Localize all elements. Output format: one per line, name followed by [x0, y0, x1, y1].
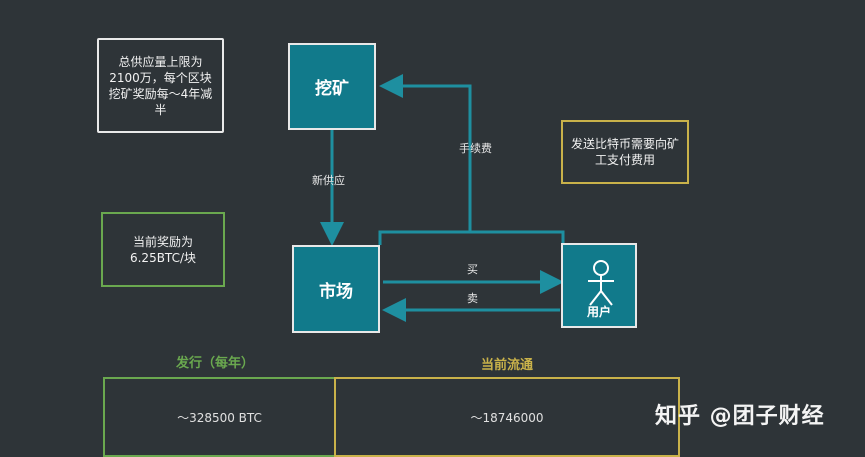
reward-note-text: 当前奖励为 6.25BTC/块 [129, 234, 196, 265]
fee-arrow-user-link [470, 230, 565, 245]
user-node: 用户 [561, 243, 637, 328]
issued-cell: ～328500 BTC [103, 377, 336, 457]
circulating-cell: ～18746000 [334, 377, 680, 457]
fee-note: 发送比特币需要向矿工支付费用 [561, 120, 689, 184]
supply-note: 总供应量上限为2100万，每个区块挖矿奖励每～4年减半 [97, 38, 224, 133]
mining-node-label: 挖矿 [315, 79, 349, 99]
mining-node: 挖矿 [288, 43, 376, 130]
issued-header: 发行（每年） [176, 356, 255, 371]
issued-value: ～328500 BTC [177, 410, 262, 425]
person-icon [588, 260, 614, 306]
buy-label: 买 [467, 263, 478, 276]
fee-arrow [378, 74, 472, 245]
fee-label: 手续费 [459, 142, 492, 155]
sell-label: 卖 [467, 292, 478, 305]
user-node-label: 用户 [586, 305, 611, 319]
watermark: 知乎 @团子财经 [655, 404, 825, 429]
supply-note-text: 总供应量上限为2100万，每个区块挖矿奖励每～4年减半 [108, 54, 213, 117]
circulating-value: ～18746000 [470, 410, 544, 425]
market-node-label: 市场 [319, 281, 353, 302]
fee-note-text: 发送比特币需要向矿工支付费用 [570, 137, 679, 167]
circulating-header: 当前流通 [481, 358, 534, 373]
new-supply-label: 新供应 [312, 174, 345, 187]
market-node: 市场 [292, 245, 380, 333]
reward-note: 当前奖励为 6.25BTC/块 [101, 212, 225, 287]
